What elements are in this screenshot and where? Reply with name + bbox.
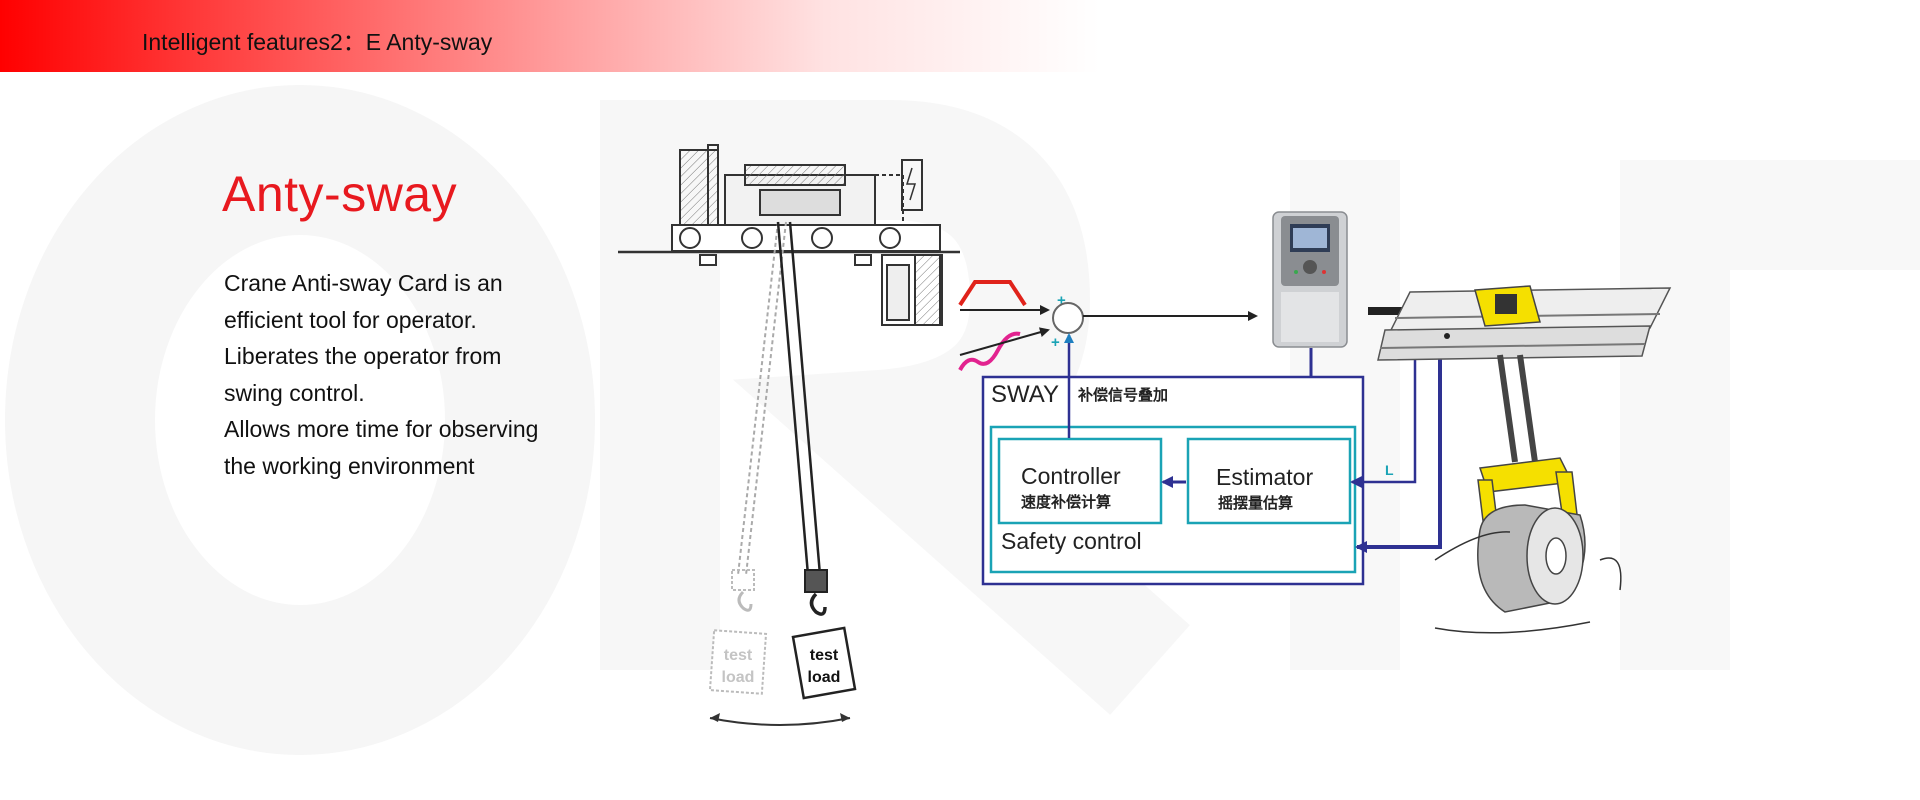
description-line: swing control. bbox=[224, 379, 365, 406]
plus-sign: + bbox=[1051, 334, 1060, 351]
ghost-load-label: test bbox=[724, 647, 753, 664]
controller-sublabel: 速度补偿计算 bbox=[1021, 493, 1111, 511]
description-line: Liberates the operator from bbox=[224, 343, 502, 369]
swing-arrow-head bbox=[840, 713, 850, 722]
sway-compensation-signal bbox=[958, 327, 1050, 371]
safety-control-label: Safety control bbox=[1001, 528, 1142, 554]
load-label: load bbox=[808, 669, 841, 686]
rope-length-feedback-arrow bbox=[1350, 358, 1417, 488]
sway-sublabel: 补偿信号叠加 bbox=[1077, 386, 1168, 404]
swing-arrow-head bbox=[710, 713, 720, 722]
description: Crane Anti-sway Card is an efficient too… bbox=[224, 265, 584, 484]
ghost-load: test load bbox=[708, 569, 768, 695]
plus-sign: + bbox=[1057, 292, 1066, 309]
speed-reference-signal bbox=[958, 280, 1050, 315]
ghost-load-label: load bbox=[722, 669, 755, 686]
safety-control-block bbox=[989, 425, 1357, 574]
description-line: Allows more time for observing bbox=[224, 416, 539, 442]
test-load: test load bbox=[791, 569, 857, 700]
page-title: Intelligent features2：E Anty-sway bbox=[142, 29, 493, 55]
controller-block bbox=[997, 437, 1163, 525]
estimator-label: Estimator bbox=[1216, 464, 1313, 490]
load-label: test bbox=[810, 647, 839, 664]
crane-runway-illustration bbox=[1368, 285, 1672, 361]
crane-trolley-drawing bbox=[618, 144, 960, 326]
rope-length-label: L bbox=[1385, 462, 1394, 478]
header-band bbox=[0, 0, 1100, 72]
sway-label: SWAY bbox=[991, 381, 1059, 408]
position-feedback-arrow bbox=[1355, 358, 1442, 553]
description-line: the working environment bbox=[224, 452, 475, 479]
description-line: Crane Anti-sway Card is an bbox=[224, 270, 503, 296]
estimator-sublabel: 摇摆量估算 bbox=[1218, 494, 1293, 512]
controller-label: Controller bbox=[1021, 463, 1121, 489]
drive-unit bbox=[1272, 211, 1348, 348]
section-heading: Anty-sway bbox=[222, 166, 458, 222]
estimator-block bbox=[1186, 437, 1352, 525]
description-line: efficient tool for operator. bbox=[224, 306, 477, 333]
coil-lifter-illustration bbox=[1434, 354, 1622, 634]
hoist-ropes bbox=[737, 221, 822, 576]
swing-arc bbox=[709, 717, 851, 726]
summing-junction bbox=[1052, 302, 1084, 334]
